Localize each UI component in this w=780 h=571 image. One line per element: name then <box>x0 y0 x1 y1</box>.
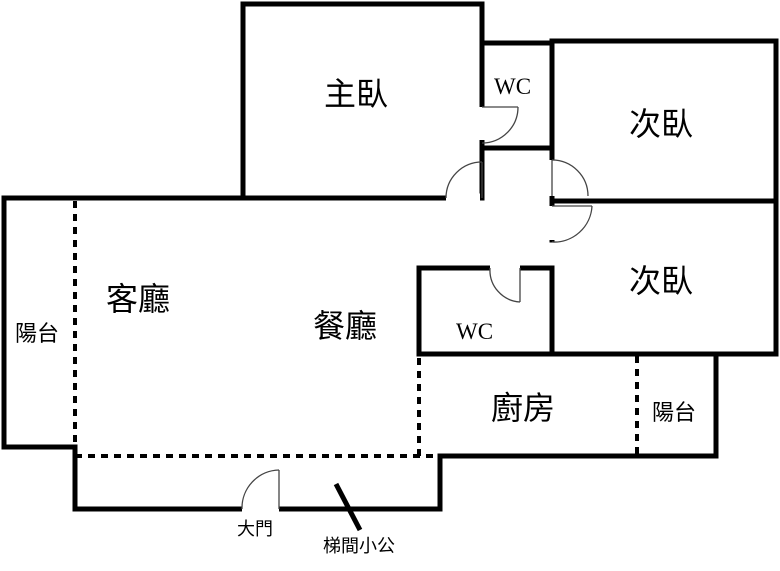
main-door-swing <box>241 469 280 510</box>
room-label-bedroom-lower: 次臥 <box>629 262 694 300</box>
wc-middle-door-swing <box>489 267 521 303</box>
room-label-wc-top: WC <box>494 74 532 99</box>
master-door-swing <box>481 106 519 144</box>
room-label-kitchen: 廚房 <box>491 389 556 427</box>
room-label-living-room: 客廳 <box>106 280 171 318</box>
room-label-wc-middle: WC <box>456 319 494 344</box>
bedroom-lower-door-swing <box>551 205 593 243</box>
wc-top-door-swing <box>445 161 483 199</box>
room-label-dining-room: 餐廳 <box>313 307 378 345</box>
room-label-balcony-left: 陽台 <box>15 322 60 347</box>
stair-shaft-label: 梯間小公 <box>323 536 395 557</box>
room-label-balcony-right: 陽台 <box>652 401 697 426</box>
room-label-master-bedroom: 主臥 <box>324 75 389 113</box>
main-door-label: 大門 <box>237 519 273 540</box>
outer-wall <box>1 1 779 512</box>
room-label-bedroom-upper: 次臥 <box>629 105 694 143</box>
bedroom-upper-door-swing <box>551 159 589 197</box>
stair-marker <box>333 482 363 532</box>
